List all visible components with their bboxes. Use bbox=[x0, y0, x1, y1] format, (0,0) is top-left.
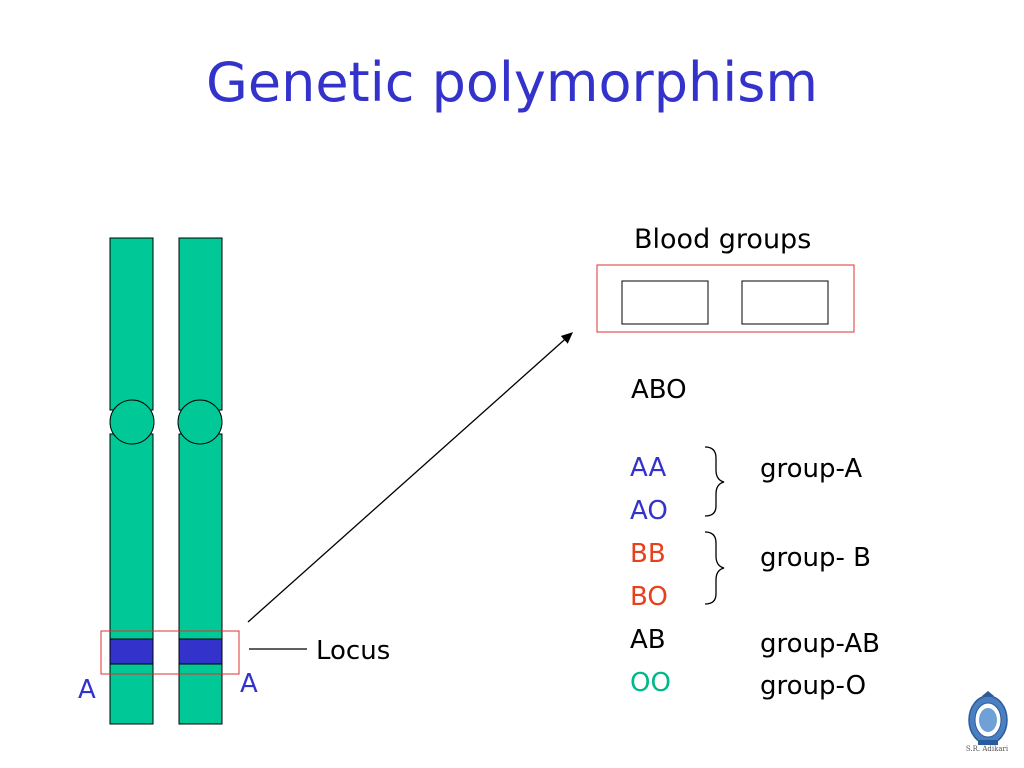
abo-system-label: ABO bbox=[631, 375, 687, 405]
left-chromatid-lower-arm bbox=[109, 433, 154, 725]
genotype-bo: BO bbox=[630, 582, 668, 612]
right-chromatid-upper-arm bbox=[178, 237, 223, 411]
allele-label-right: A bbox=[240, 669, 258, 699]
genotype-ab: AB bbox=[630, 625, 666, 655]
blood-group-box-1 bbox=[621, 280, 709, 325]
right-centromere bbox=[177, 399, 223, 445]
logo-caption: S.R. Adikari bbox=[965, 745, 1009, 753]
genotype-oo: OO bbox=[630, 668, 671, 698]
brace-group-a bbox=[704, 446, 725, 517]
right-chromatid-lower-arm bbox=[178, 433, 223, 725]
blood-groups-label: Blood groups bbox=[634, 224, 812, 255]
phenotype-group-ab: group-AB bbox=[760, 629, 880, 659]
phenotype-group-a: group-A bbox=[760, 454, 863, 484]
genotype-aa: AA bbox=[630, 453, 667, 483]
university-logo-icon bbox=[968, 691, 1008, 745]
allele-label-left: A bbox=[78, 675, 96, 705]
brace-group-b bbox=[704, 531, 725, 605]
arrow-to-blood-groups bbox=[247, 332, 573, 623]
phenotype-group-b: group- B bbox=[760, 543, 871, 573]
genotype-bb: BB bbox=[630, 539, 666, 569]
blood-groups-highlight-box bbox=[596, 264, 855, 333]
left-centromere bbox=[109, 399, 155, 445]
blood-group-box-2 bbox=[741, 280, 829, 325]
phenotype-group-o: group-O bbox=[760, 671, 867, 701]
slide-title: Genetic polymorphism bbox=[206, 51, 818, 114]
genotype-ao: AO bbox=[630, 496, 668, 526]
right-locus-band bbox=[178, 638, 223, 665]
left-locus-band bbox=[109, 638, 154, 665]
left-chromatid-upper-arm bbox=[109, 237, 154, 411]
locus-highlight-box bbox=[100, 630, 240, 675]
locus-label: Locus bbox=[316, 636, 391, 666]
